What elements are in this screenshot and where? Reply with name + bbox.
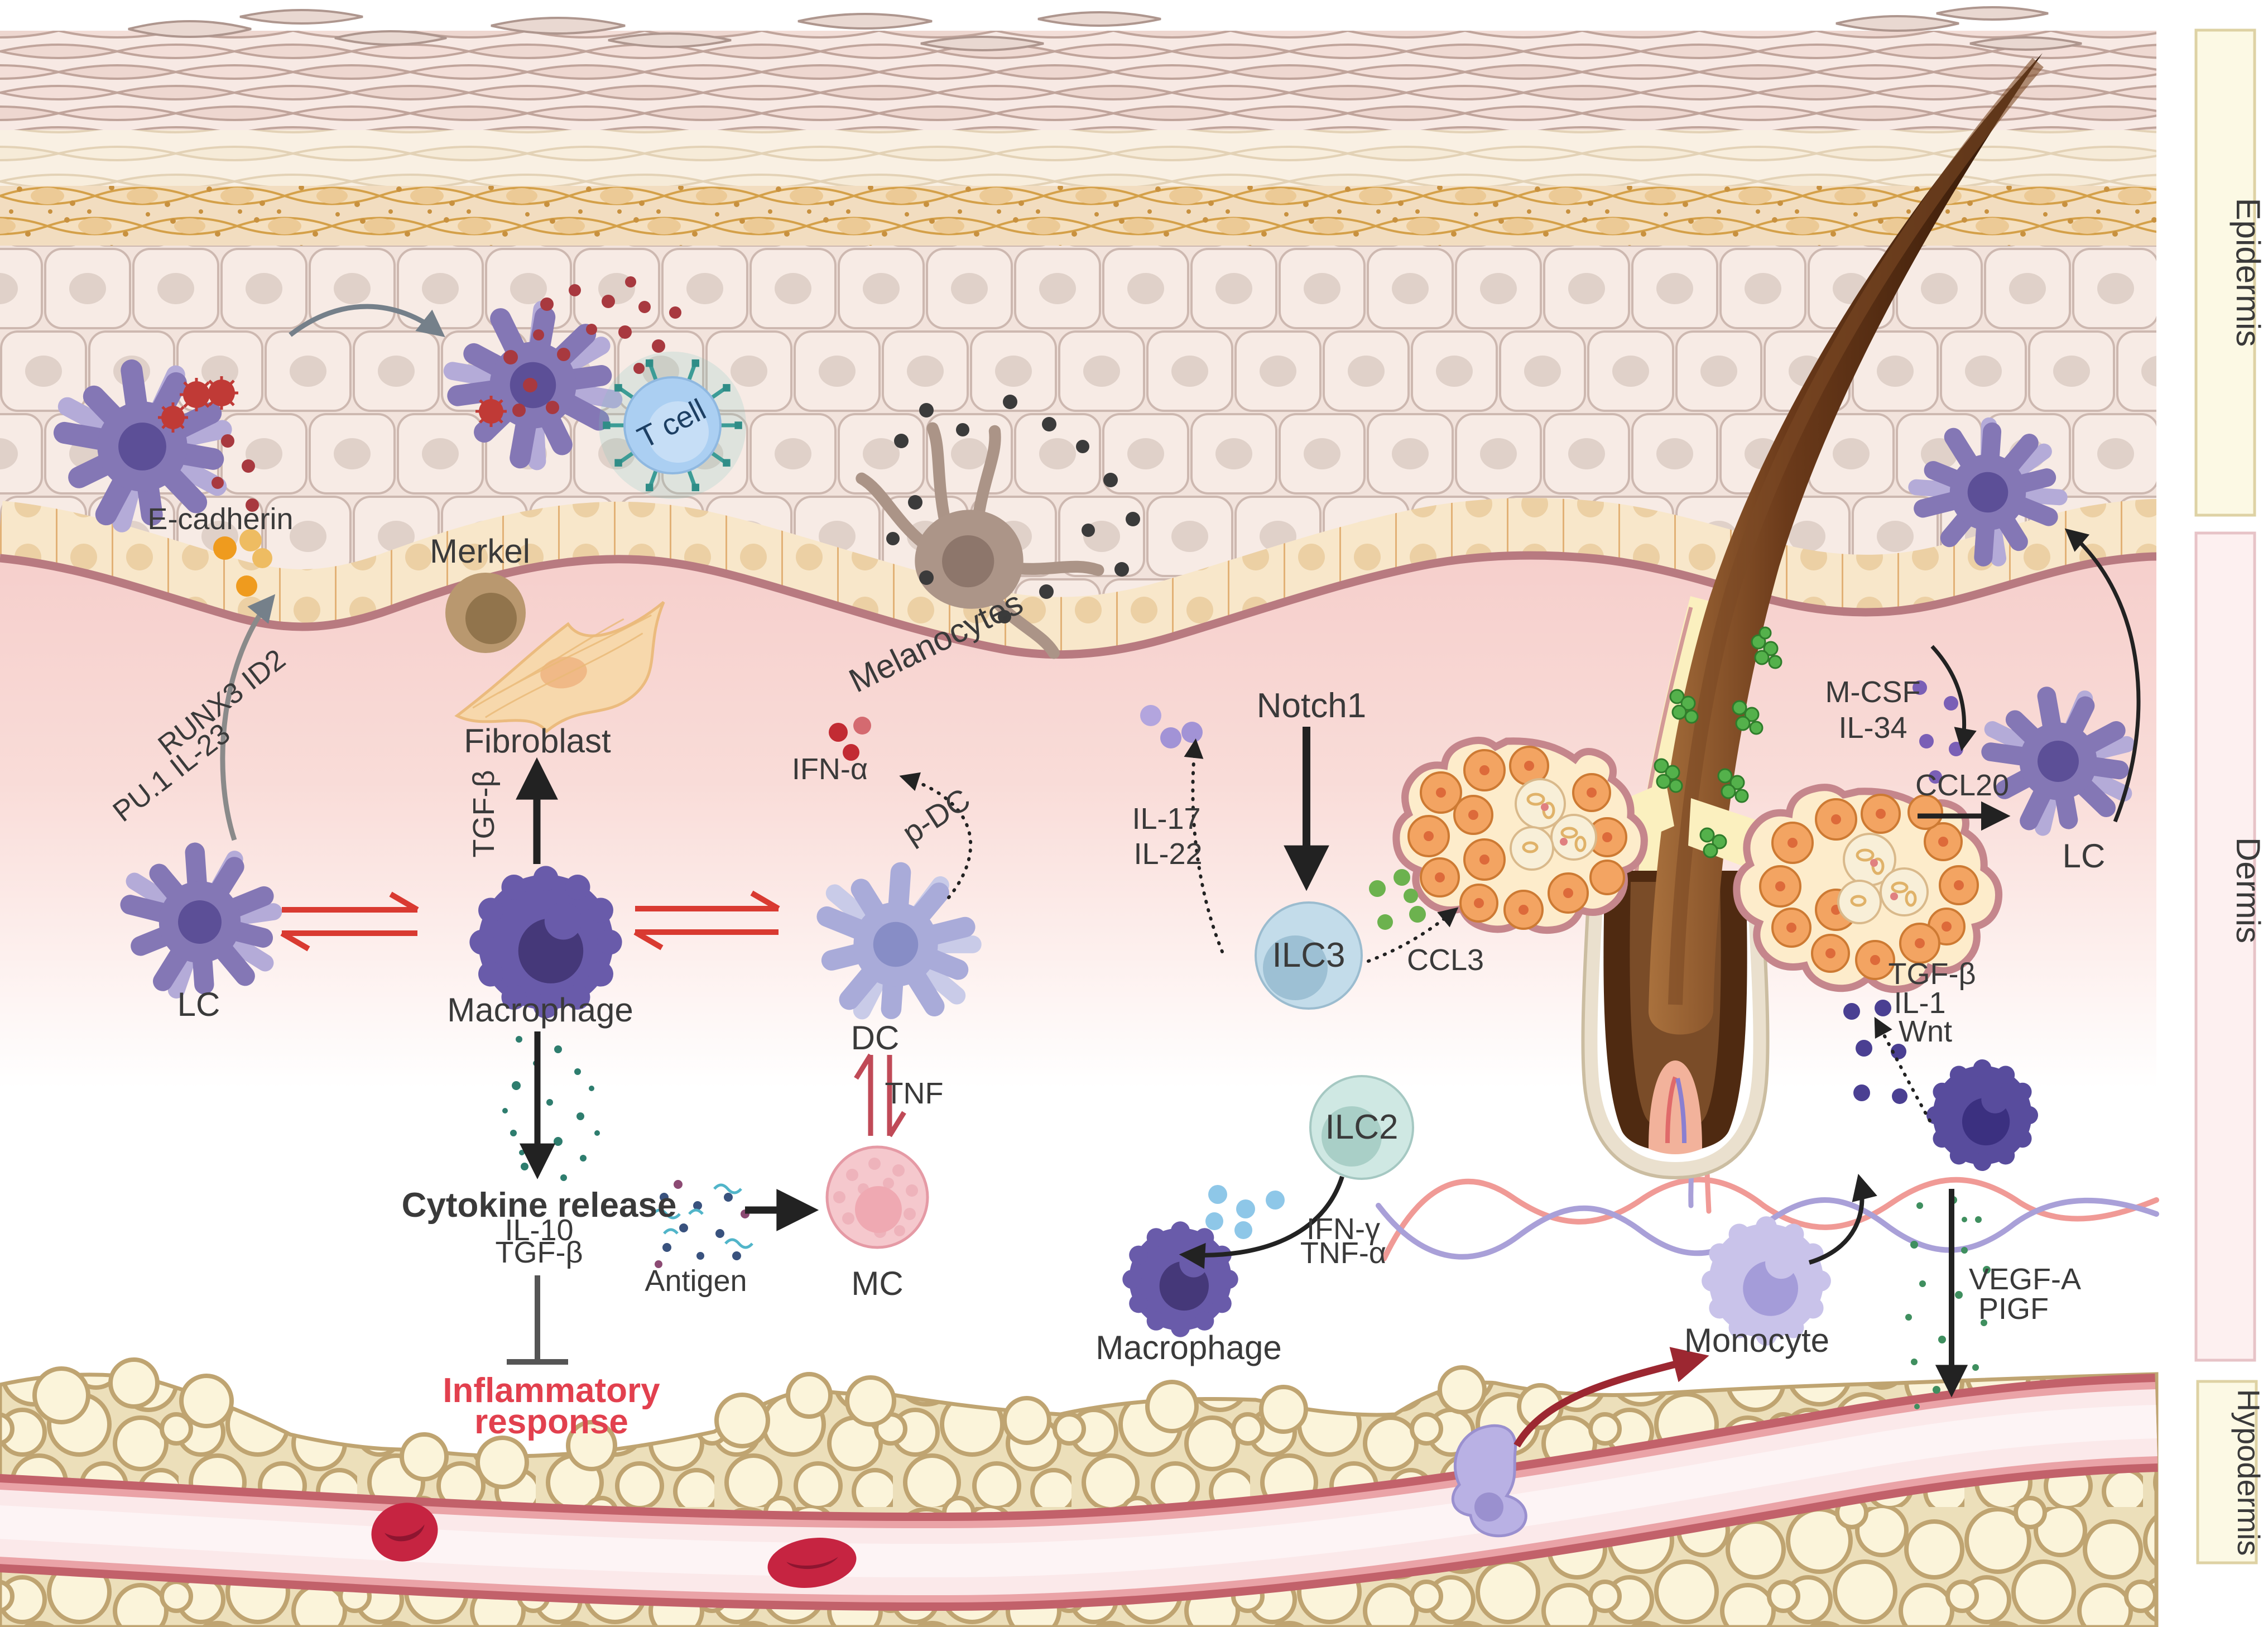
- svg-text:LC: LC: [2063, 837, 2106, 875]
- svg-text:TNF: TNF: [885, 1077, 944, 1110]
- svg-text:Fibroblast: Fibroblast: [464, 722, 611, 760]
- svg-text:IL-22: IL-22: [1133, 837, 1202, 871]
- svg-text:M-CSF: M-CSF: [1825, 675, 1921, 709]
- svg-text:Cytokine release: Cytokine release: [402, 1186, 677, 1225]
- svg-text:CCL20: CCL20: [1915, 769, 2009, 802]
- svg-text:ILC3: ILC3: [1272, 936, 1346, 975]
- svg-text:Notch1: Notch1: [1257, 687, 1366, 725]
- svg-text:Dermis: Dermis: [2229, 837, 2267, 943]
- svg-text:TGF-β: TGF-β: [467, 770, 501, 857]
- svg-text:VEGF-A: VEGF-A: [1969, 1263, 2081, 1296]
- svg-text:Monocyte: Monocyte: [1684, 1322, 1829, 1359]
- svg-text:Macrophage: Macrophage: [1095, 1329, 1282, 1366]
- svg-text:DC: DC: [851, 1019, 900, 1057]
- svg-text:E-cadherin: E-cadherin: [147, 502, 293, 536]
- svg-text:Inflammatory: Inflammatory: [443, 1371, 660, 1410]
- svg-text:Hypodermis: Hypodermis: [2231, 1389, 2266, 1556]
- svg-text:MC: MC: [851, 1265, 903, 1302]
- svg-text:IFN-γ: IFN-γ: [1306, 1212, 1380, 1246]
- svg-text:TGF-β: TGF-β: [1888, 957, 1976, 991]
- svg-text:ILC2: ILC2: [1325, 1108, 1399, 1146]
- svg-text:Macrophage: Macrophage: [447, 991, 633, 1029]
- svg-text:TNF-α: TNF-α: [1300, 1236, 1386, 1270]
- svg-text:IL-17: IL-17: [1132, 802, 1200, 836]
- svg-text:Antigen: Antigen: [645, 1264, 747, 1298]
- svg-text:response: response: [474, 1403, 628, 1441]
- svg-text:CCL3: CCL3: [1407, 943, 1484, 977]
- svg-text:IFN-α: IFN-α: [792, 752, 868, 786]
- svg-text:TGF-β: TGF-β: [495, 1236, 583, 1269]
- svg-text:PIGF: PIGF: [1978, 1292, 2049, 1326]
- svg-text:Merkel: Merkel: [430, 532, 530, 570]
- svg-text:Epidermis: Epidermis: [2229, 198, 2267, 347]
- svg-text:IL-1: IL-1: [1894, 986, 1945, 1020]
- svg-text:IL-10: IL-10: [504, 1213, 573, 1247]
- svg-text:IL-34: IL-34: [1838, 711, 1907, 745]
- svg-text:LC: LC: [177, 986, 220, 1023]
- svg-text:Wnt: Wnt: [1899, 1015, 1952, 1048]
